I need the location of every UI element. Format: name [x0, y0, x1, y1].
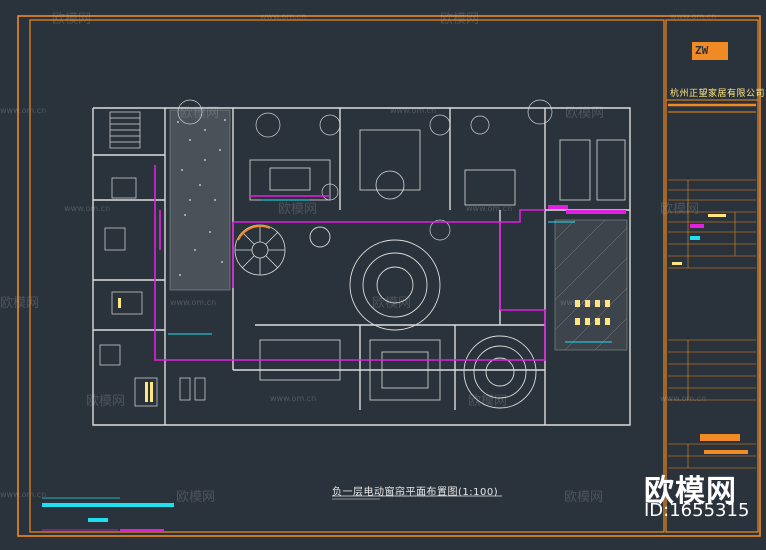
- watermark-brand: 欧模网: [660, 202, 700, 217]
- stair-handrail: [237, 225, 271, 241]
- watermark-url: www.om.cn: [64, 204, 111, 213]
- watermark-url: www.om.cn: [670, 12, 717, 21]
- watermark-id: ID:1655315: [644, 500, 750, 521]
- company-logo: [692, 42, 728, 60]
- outer-frame: [17, 15, 761, 537]
- watermark-large-brand: 欧模网: [644, 474, 737, 509]
- hatched-terrace: [554, 219, 628, 351]
- motor-annotations: [168, 199, 612, 343]
- inner-frame: [29, 19, 665, 533]
- watermark-url: www.om.cn: [560, 298, 607, 307]
- watermark-brand: 欧模网: [440, 12, 480, 27]
- curtain-track: [154, 165, 546, 361]
- drawing-title: 负一层电动窗帘平面布置图(1:100): [332, 487, 499, 498]
- gravel-dots: [177, 119, 226, 276]
- watermark-brand: 欧模网: [176, 490, 216, 505]
- terrace-chairs: [575, 300, 610, 325]
- left-rooms: [99, 177, 206, 407]
- watermark-url: www.om.cn: [270, 394, 317, 403]
- round-lounge: [309, 226, 441, 331]
- watermark-url: www.om.cn: [0, 490, 47, 499]
- spiral-stair: [234, 224, 286, 276]
- watermark-url: www.om.cn: [466, 204, 513, 213]
- company-logo-text: ZW: [695, 44, 709, 57]
- watermark-brand: 欧模网: [0, 296, 40, 311]
- watermark-url: www.om.cn: [260, 12, 307, 21]
- watermark-url: www.om.cn: [388, 490, 435, 499]
- watermark-url: www.om.cn: [390, 106, 437, 115]
- watermark-brand: 欧模网: [468, 394, 508, 409]
- title-block-bar: [700, 434, 740, 441]
- watermark-brand: 欧模网: [278, 202, 318, 217]
- watermark-brand: 欧模网: [180, 106, 220, 121]
- legend: [42, 497, 174, 532]
- title-block-grid: [668, 179, 756, 469]
- watermark-brand: 欧模网: [372, 296, 412, 311]
- watermark-brand: 欧模网: [86, 394, 126, 409]
- round-dining-table: [463, 335, 537, 409]
- watermark-url: www.om.cn: [170, 298, 217, 307]
- watermark-brand: 欧模网: [564, 490, 604, 505]
- title-block: [665, 19, 759, 533]
- stair-left: [109, 111, 141, 149]
- company-name: 杭州正望家居有限公司: [670, 89, 766, 99]
- watermark-url: www.om.cn: [660, 394, 707, 403]
- gravel-area: [169, 109, 231, 291]
- watermark-brand: 欧模网: [52, 12, 92, 27]
- watermark-brand: 欧模网: [565, 106, 605, 121]
- watermark-url: www.om.cn: [0, 106, 47, 115]
